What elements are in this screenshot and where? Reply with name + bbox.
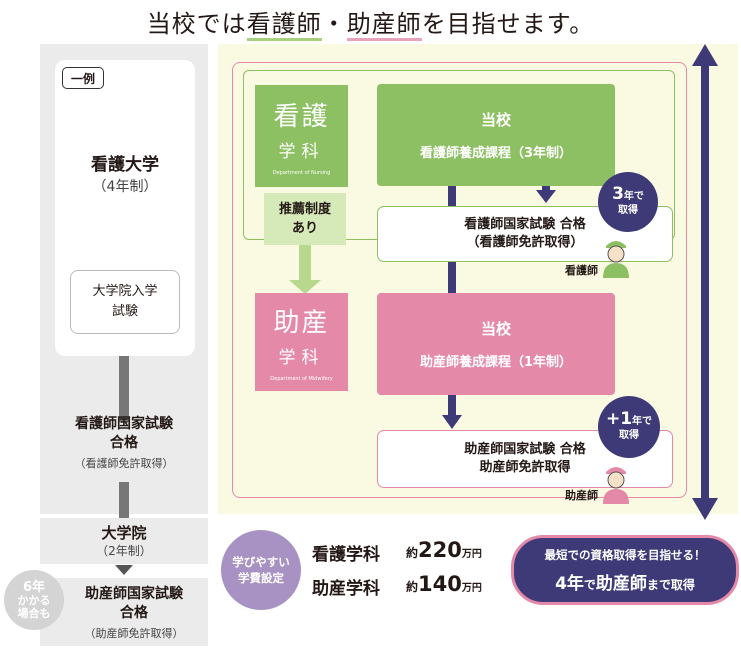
- nursing-course-name: 看護師養成課程（3年制）: [419, 146, 573, 161]
- arrow-down-icon: [289, 280, 321, 294]
- example-badge: 一例: [62, 67, 104, 89]
- cta-years: 4年: [555, 573, 584, 594]
- nurse-exam-line1: 看護師国家試験 合格: [464, 217, 586, 232]
- six-years-badge: 6年 かかる 場合も: [4, 570, 64, 630]
- recommendation-arrow: [299, 245, 311, 281]
- fee-unit: 万円: [461, 549, 482, 560]
- midwife-dept-title: 助産: [273, 308, 330, 338]
- cta-main: 4年で助産師まで取得: [555, 569, 695, 594]
- midwife-course-name: 助産師養成課程（1年制）: [419, 355, 573, 370]
- midwife-exam-line1: 助産師国家試験 合格: [464, 442, 586, 457]
- nursing-department: 看護 学科 Department of Nursing: [255, 85, 348, 187]
- grad-exam-line1: 大学院入学: [92, 284, 158, 299]
- cta-headline: 最短での資格取得を目指せる！: [544, 547, 706, 562]
- midwife-dept-subtitle: 学科: [278, 348, 325, 368]
- flow-line: [542, 186, 550, 190]
- tuition-badge-line2: 学費設定: [238, 571, 284, 585]
- bubble-three-unit: 年で: [623, 190, 644, 202]
- six-years-line3: 場合も: [17, 606, 51, 620]
- recommendation-line2: あり: [291, 221, 318, 236]
- fee-approx: 約: [406, 580, 419, 594]
- shortest-path-banner: 最短での資格取得を目指せる！ 4年で助産師まで取得: [511, 535, 739, 605]
- fee-nursing-amount: 約220万円: [406, 538, 482, 562]
- midwife-course: 当校 助産師養成課程（1年制）: [377, 293, 615, 395]
- recommendation-box: 推薦制度 あり: [264, 193, 346, 245]
- fee-number: 140: [418, 572, 462, 596]
- three-year-bubble: 3年で 取得: [598, 172, 658, 232]
- six-years-line1: 6年: [22, 579, 46, 595]
- nurse-pass-line2: 合格: [110, 435, 138, 451]
- grad-school-years: （2年制）: [96, 544, 152, 558]
- bubble-three-text: 取得: [618, 204, 638, 216]
- nurse-icon: [603, 241, 629, 278]
- nurse-label: 看護師: [565, 264, 598, 277]
- bubble-one-number: +1: [605, 408, 633, 429]
- cta-particle: で: [583, 577, 596, 592]
- bubble-one-text: 取得: [619, 429, 639, 441]
- flow-line: [448, 395, 456, 415]
- cta-end: まで取得: [646, 577, 695, 592]
- arrow-down-icon: [115, 565, 133, 575]
- fee-unit: 万円: [461, 583, 482, 594]
- title-dot: ・: [321, 10, 347, 38]
- plus-one-year-bubble: +1年で 取得: [598, 396, 660, 458]
- tuition-badge-line1: 学びやすい: [232, 555, 290, 569]
- page-title: 当校では看護師・助産師を目指せます。: [0, 4, 741, 41]
- nurse-exam-line2: （看護師免許取得）: [466, 235, 584, 250]
- fee-approx: 約: [406, 546, 419, 560]
- midwife-icon: [603, 467, 629, 504]
- double-arrow-icon: [692, 44, 718, 520]
- tuition-badge: 学びやすい 学費設定: [221, 530, 301, 610]
- midwife-exam-line2: 助産師免許取得: [479, 460, 571, 475]
- nursing-course-school: 当校: [480, 111, 511, 129]
- midwife-exam-pass: 助産師国家試験 合格: [60, 585, 208, 623]
- midwife-pass-box: [40, 578, 208, 646]
- midwife-course-school: 当校: [480, 320, 511, 338]
- grad-exam-line2: 試験: [111, 304, 138, 319]
- grad-school-name: 大学院: [101, 524, 147, 542]
- fee-midwife-amount: 約140万円: [406, 572, 482, 596]
- university-name: 看護大学: [91, 155, 159, 175]
- connector-bar: [119, 356, 129, 422]
- flow-line: [448, 262, 456, 293]
- midwife-license-note: （助産師免許取得）: [84, 627, 184, 640]
- bubble-one-unit: 年で: [632, 415, 653, 427]
- connector-bar: [119, 482, 129, 518]
- fee-nursing-dept: 看護学科: [312, 545, 380, 565]
- university-years: （4年制）: [92, 179, 158, 195]
- six-years-line2: かかる: [17, 593, 51, 607]
- grad-school-box: [40, 518, 208, 564]
- bubble-three-number: 3: [612, 183, 624, 204]
- fee-midwife-dept: 助産学科: [312, 579, 380, 599]
- nurse-exam-pass: 看護師国家試験 合格: [40, 415, 208, 453]
- nursing-dept-english: Department of Nursing: [272, 170, 331, 176]
- nursing-dept-subtitle: 学科: [278, 142, 325, 162]
- title-nursing: 看護師: [246, 10, 322, 41]
- midwife-department: 助産 学科 Department of Midwifery: [255, 293, 348, 391]
- title-post: を目指せます。: [421, 10, 595, 38]
- title-pre: 当校では: [146, 10, 247, 38]
- recommendation-line1: 推薦制度: [278, 202, 331, 217]
- midwife-label: 助産師: [565, 489, 598, 502]
- flow-line: [448, 186, 456, 206]
- arrow-down-icon: [442, 415, 462, 429]
- nurse-license-note: （看護師免許取得）: [74, 457, 174, 470]
- grad-entrance-exam: 大学院入学 試験: [70, 270, 180, 334]
- title-midwife: 助産師: [346, 10, 422, 41]
- arrow-down-icon: [536, 190, 556, 203]
- cta-role: 助産師: [595, 573, 647, 594]
- nurse-pass-line1: 看護師国家試験: [75, 416, 173, 432]
- midwife-dept-english: Department of Midwifery: [270, 376, 333, 382]
- midwife-pass-line2: 合格: [120, 605, 148, 621]
- midwife-pass-line1: 助産師国家試験: [85, 586, 183, 602]
- nursing-course: 当校 看護師養成課程（3年制）: [377, 84, 615, 186]
- nursing-dept-title: 看護: [273, 102, 330, 132]
- fee-number: 220: [418, 538, 462, 562]
- midwife-path-frame: [232, 62, 687, 498]
